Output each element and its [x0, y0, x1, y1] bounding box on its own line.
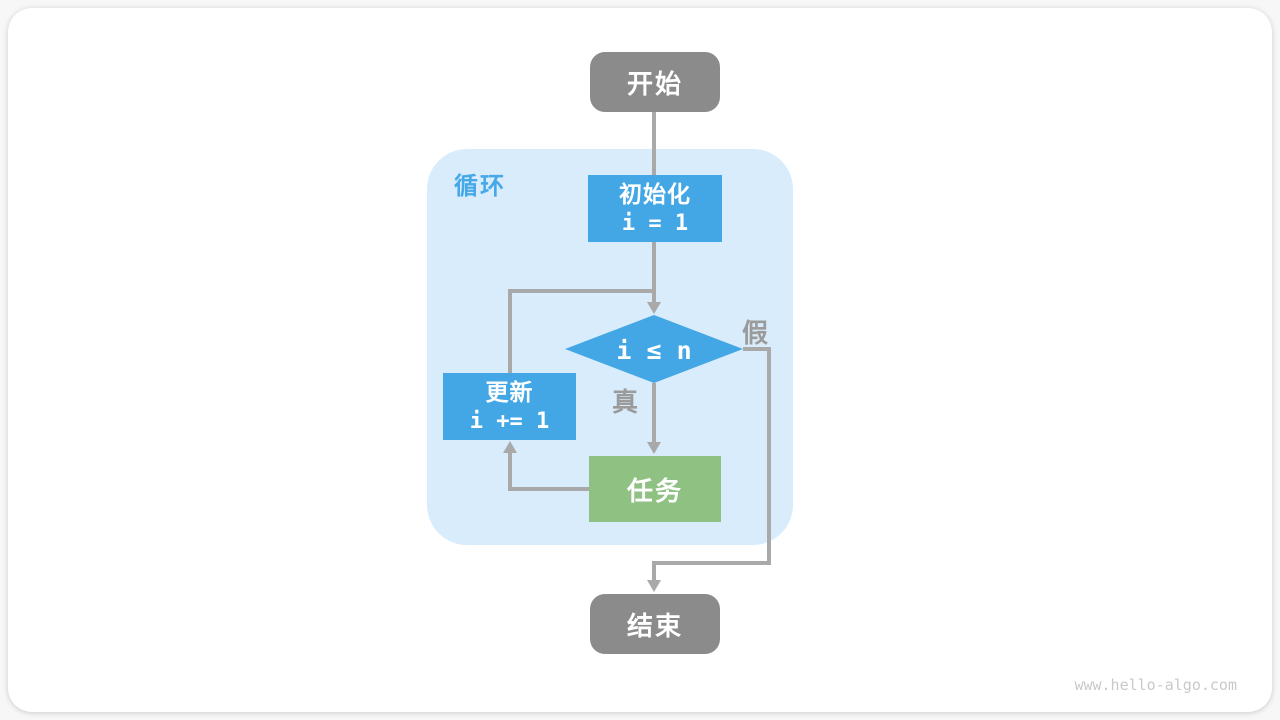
condition-label: i ≤ n: [616, 335, 692, 365]
end-node: 结束: [590, 594, 720, 654]
start-label: 开始: [626, 68, 683, 99]
init-title: 初始化: [619, 180, 691, 207]
watermark-text: www.hello-algo.com: [1074, 676, 1237, 694]
branch-true-label: 真: [612, 387, 639, 417]
task-node: 任务: [589, 456, 721, 522]
update-code: i += 1: [469, 408, 550, 434]
init-code: i = 1: [621, 210, 689, 236]
branch-false-label: 假: [742, 318, 769, 348]
task-label: 任务: [626, 475, 683, 506]
end-label: 结束: [626, 610, 683, 641]
update-node: 更新 i += 1: [443, 373, 576, 440]
loop-region-label: 循环: [454, 173, 506, 200]
init-node: 初始化 i = 1: [588, 175, 722, 242]
start-node: 开始: [590, 52, 720, 112]
update-title: 更新: [485, 378, 534, 405]
